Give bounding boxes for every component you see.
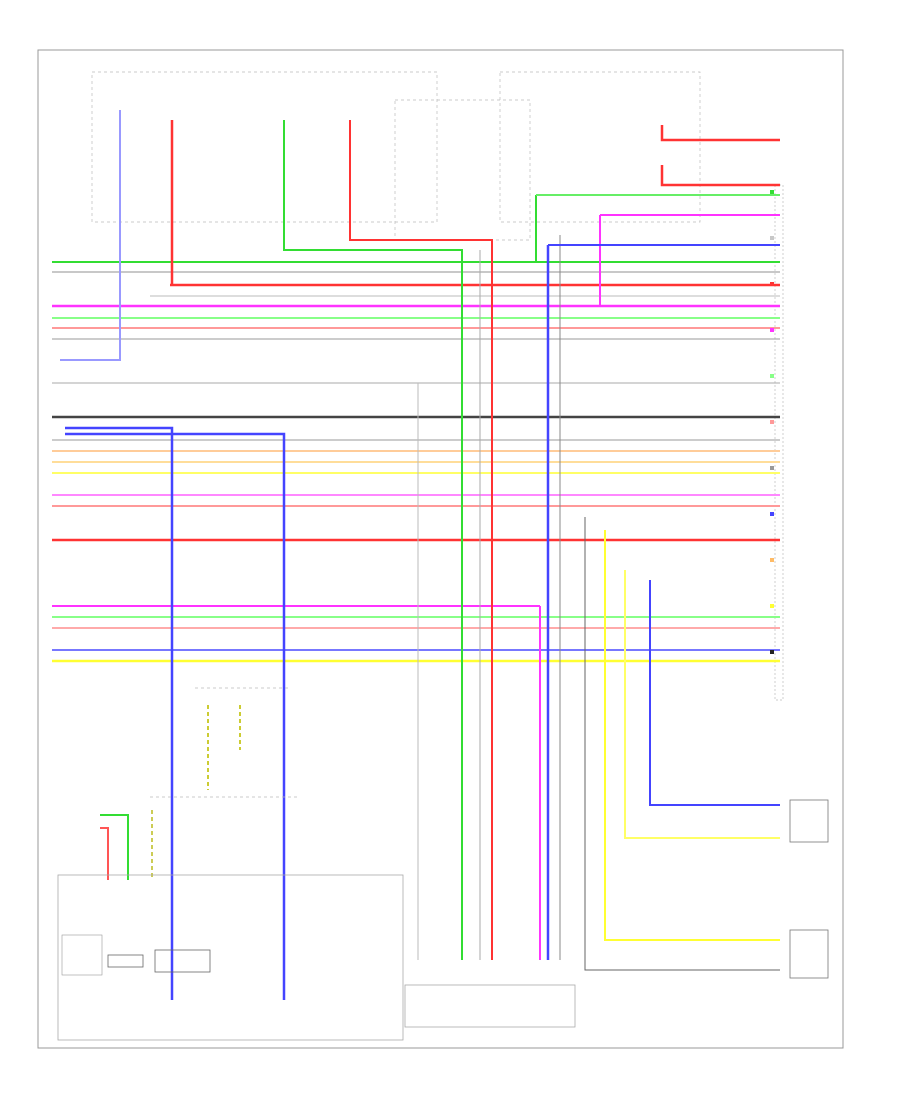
- wire-color-swatches: [770, 190, 774, 654]
- relay-box-left: [91, 71, 438, 223]
- combination-meter: [57, 874, 404, 1041]
- wire-orange-pin: [770, 558, 774, 562]
- wire-blue-v6: [649, 580, 780, 806]
- gateway-ecu: [404, 984, 576, 1028]
- sensor-rear: [789, 929, 829, 979]
- wire-green-v4: [100, 814, 129, 880]
- wire-red-v4: [100, 827, 109, 880]
- wire-gray-pin: [770, 466, 774, 470]
- meter-cpu: [107, 954, 144, 968]
- wire-green-v1: [283, 120, 463, 960]
- wire-blue-pin: [770, 512, 774, 516]
- wire-green-1-pin: [770, 190, 774, 194]
- wire-gray-v4: [584, 517, 780, 971]
- wire-black-pin: [770, 650, 774, 654]
- meter-display: [154, 949, 211, 973]
- wire-blue-v4: [65, 426, 174, 1000]
- vertical-wires: [60, 110, 780, 1000]
- wire-lightgreen-pin: [770, 374, 774, 378]
- wire-magenta-1-pin: [770, 328, 774, 332]
- wire-yellow-v2: [624, 570, 780, 839]
- wire-pink-pin: [770, 420, 774, 424]
- wire-blue-v-left: [60, 110, 121, 361]
- horizontal-wires: [52, 261, 780, 663]
- diagram-frame: [37, 49, 844, 1049]
- wire-blue-v5: [65, 432, 286, 1000]
- wire-white-1-pin: [770, 236, 774, 240]
- wire-red-v2: [660, 125, 780, 142]
- junction-block: [394, 99, 531, 241]
- wire-yellow-v1: [604, 530, 780, 941]
- wire-yellow-pin: [770, 604, 774, 608]
- meter-inner-left: [61, 934, 103, 976]
- wire-red-v1: [349, 120, 493, 960]
- wire-red-v3: [660, 165, 780, 187]
- wire-red-1-pin: [770, 282, 774, 286]
- sensor-front: [789, 799, 829, 843]
